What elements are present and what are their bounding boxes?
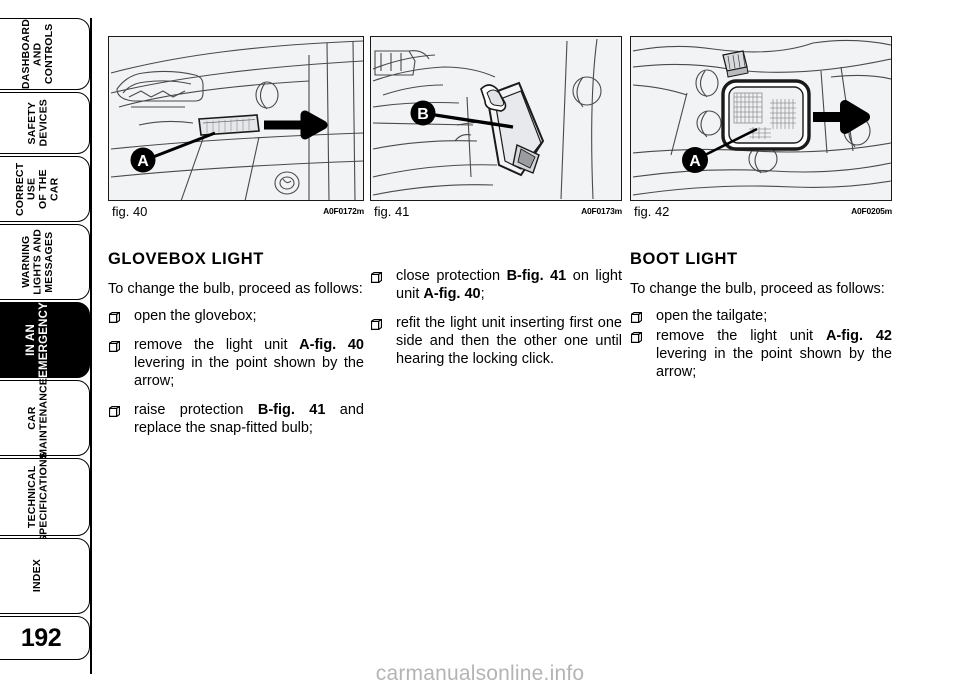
step-text: remove the light unit: [134, 337, 300, 353]
figure-42-boot-lamp: [721, 79, 811, 151]
figure-42-drawing: A: [632, 39, 891, 196]
step-text: open the tailgate;: [656, 308, 768, 324]
figure-42-caption: fig. 42 A0F0205m: [630, 204, 892, 220]
figure-40-leader-line: [152, 131, 216, 159]
sidebar-tab-label: IN AN EMERGENCY: [25, 302, 50, 378]
figure-40-arrow: [264, 110, 328, 140]
figure-41-code: A0F0173m: [581, 206, 622, 216]
square-bullet-icon: [629, 310, 644, 324]
boot-light-steps: open the tailgate; remove the light unit …: [629, 307, 892, 381]
sidebar-tab-warning-lights-and-messages[interactable]: WARNING LIGHTS AND MESSAGES: [0, 224, 90, 300]
procedure-step: refit the light unit inserting first one…: [369, 314, 622, 368]
figure-40-lamp: [198, 114, 260, 136]
step-ref: B-fig. 41: [506, 268, 567, 284]
figure-42-callout-badge: [682, 147, 708, 173]
figure-40-caption: fig. 40 A0F0172m: [108, 204, 364, 220]
glovebox-light-heading: GLOVEBOX LIGHT: [108, 250, 264, 268]
figure-42-image: A: [630, 36, 892, 201]
step-ref: A-fig. 40: [423, 286, 481, 302]
sidebar-tab-correct-use-of-the-car[interactable]: CORRECT USE OF THE CAR: [0, 156, 90, 222]
sidebar-tab-label: DASHBOARD AND CONTROLS: [19, 18, 55, 90]
figure-40-callout-letter: A: [137, 153, 149, 170]
sidebar-divider-rule: [90, 18, 92, 674]
figure-42-code: A0F0205m: [851, 206, 892, 216]
procedure-step: open the glovebox;: [107, 307, 364, 325]
sidebar-tab-label: CORRECT USE OF THE CAR: [14, 162, 61, 216]
figure-41-callout-letter: B: [417, 106, 429, 123]
sidebar-tab-technical-specifications[interactable]: TECHNICAL SPECIFICATIONS: [0, 452, 90, 542]
step-text: levering in the point shown by the arrow…: [134, 355, 364, 389]
figure-40-caption-text: fig. 40: [112, 204, 148, 219]
square-bullet-icon: [107, 310, 122, 324]
figure-40-drawing: A: [110, 40, 363, 200]
site-watermark: carmanualsonline.info: [375, 662, 585, 685]
figure-41-callout-badge: [410, 100, 436, 126]
figure-42-caption-text: fig. 42: [634, 204, 670, 219]
boot-light-heading: BOOT LIGHT: [630, 250, 738, 268]
figure-41-caption: fig. 41 A0F0173m: [370, 204, 622, 220]
procedure-step: remove the light unit A-fig. 40 levering…: [107, 336, 364, 390]
square-bullet-icon: [107, 404, 122, 418]
step-text: refit the light unit inserting first one…: [396, 315, 622, 367]
sidebar-tab-label: SAFETY DEVICES: [25, 99, 50, 147]
figure-40-image: A: [108, 36, 364, 201]
sidebar-tab-car-maintenance[interactable]: CAR MAINTENANCE: [0, 378, 90, 458]
sidebar-tab-label: TECHNICAL SPECIFICATIONS: [25, 451, 50, 543]
figure-42-arrow: [813, 100, 870, 134]
step-text: levering in the point shown by the arrow…: [656, 346, 892, 380]
page-number: 192: [20, 623, 62, 652]
boot-light-lead: To change the bulb, proceed as follows:: [630, 281, 885, 297]
step-ref: A-fig. 40: [299, 337, 364, 353]
step-text: on light unit: [396, 268, 622, 302]
column-two: B fig. 41 A0F0173m close protection B-fi…: [369, 36, 622, 379]
step-text: remove the light unit: [656, 328, 826, 344]
figure-42-callout-letter: A: [689, 153, 701, 170]
square-bullet-icon: [629, 330, 644, 344]
figure-40-callout-badge: [130, 147, 156, 173]
sidebar-tab-dashboard-and-controls[interactable]: DASHBOARD AND CONTROLS: [0, 18, 90, 90]
step-text: close protection: [396, 268, 507, 284]
square-bullet-icon: [107, 339, 122, 353]
figure-40-code: A0F0172m: [323, 206, 364, 216]
sidebar-tab-index[interactable]: INDEX: [0, 538, 90, 614]
figure-42-connector: [722, 50, 749, 78]
figure-41-image: B: [370, 36, 622, 201]
glovebox-light-lead: To change the bulb, proceed as follows:: [108, 281, 363, 297]
step-text: raise protection: [134, 402, 258, 418]
procedure-step: open the tailgate;: [629, 307, 892, 325]
figure-42-leader-line: [704, 127, 758, 157]
glovebox-light-steps-continued: close protection B-fig. 41 on light unit…: [369, 267, 622, 368]
procedure-step: close protection B-fig. 41 on light unit…: [369, 267, 622, 303]
page-number-tab: 192: [0, 616, 90, 660]
column-one: A fig. 40 A0F0172m GLOVEBOX LIGHT To cha…: [107, 36, 364, 448]
sidebar-tab-label: INDEX: [31, 559, 44, 593]
figure-41-caption-text: fig. 41: [374, 204, 410, 219]
step-text: and replace the snap-fitted bulb;: [134, 402, 364, 436]
sidebar-tabs: DASHBOARD AND CONTROLS SAFETY DEVICES CORR…: [0, 0, 92, 692]
step-text: ;: [480, 286, 485, 302]
procedure-step: raise protection B-fig. 41 and replace t…: [107, 401, 364, 437]
square-bullet-icon: [369, 270, 384, 284]
figure-41-light-unit: [480, 81, 545, 177]
page-content: A fig. 40 A0F0172m GLOVEBOX LIGHT To cha…: [107, 0, 960, 692]
sidebar-tab-in-an-emergency[interactable]: IN AN EMERGENCY: [0, 302, 90, 378]
step-text: open the glovebox;: [134, 308, 257, 324]
procedure-step: remove the light unit A-fig. 42 levering…: [629, 327, 892, 381]
glovebox-light-steps: open the glovebox; remove the light unit …: [107, 307, 364, 437]
column-three: A fig. 42 A0F0205m BOOT LIGHT To change …: [629, 36, 892, 383]
figure-41-leader-line: [434, 113, 514, 129]
figure-41-drawing: B: [372, 38, 602, 200]
step-ref: B-fig. 41: [257, 402, 326, 418]
sidebar-tab-safety-devices[interactable]: SAFETY DEVICES: [0, 92, 90, 154]
square-bullet-icon: [369, 317, 384, 331]
sidebar-tab-label: CAR MAINTENANCE: [25, 378, 50, 458]
step-ref: A-fig. 42: [825, 328, 892, 344]
sidebar-tab-label: WARNING LIGHTS AND MESSAGES: [19, 229, 55, 295]
